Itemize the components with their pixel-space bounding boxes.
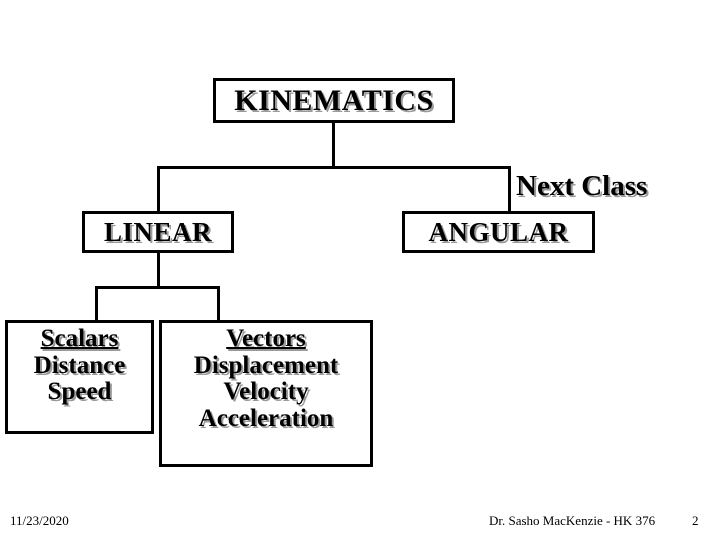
node-vectors-item: Velocity — [223, 378, 309, 405]
node-scalars[interactable]: Scalars Distance Speed — [5, 320, 154, 434]
footer-date: 11/23/2020 — [10, 513, 69, 528]
connector-bus-to-angular — [508, 166, 511, 213]
connector-linear-bus — [95, 286, 220, 289]
node-linear-label: LINEAR — [103, 216, 213, 247]
node-angular-label: ANGULAR — [428, 216, 569, 247]
connector-kinematics-stem — [332, 123, 335, 168]
node-kinematics[interactable]: KINEMATICS — [213, 78, 455, 123]
node-vectors-item: Acceleration — [198, 404, 334, 432]
footer-page-number: 2 — [692, 513, 699, 528]
connector-kinematics-bus — [157, 166, 511, 169]
node-vectors-item: Displacement — [193, 351, 339, 379]
connector-linear-stem — [157, 253, 160, 288]
node-vectors-heading: Vectors — [226, 325, 306, 352]
node-scalars-item: Speed — [47, 378, 112, 405]
node-scalars-heading: Scalars — [40, 325, 119, 352]
node-linear[interactable]: LINEAR — [82, 211, 234, 253]
node-angular[interactable]: ANGULAR — [402, 211, 595, 253]
connector-bus-to-linear — [157, 166, 160, 213]
connector-bus-to-vectors — [217, 286, 220, 322]
connector-bus-to-scalars — [95, 286, 98, 322]
node-vectors[interactable]: Vectors Displacement Velocity Accelerati… — [159, 320, 373, 467]
node-scalars-item: Distance — [33, 351, 126, 379]
footer-credit: Dr. Sasho MacKenzie - HK 376 — [489, 513, 656, 528]
node-kinematics-label: KINEMATICS — [234, 83, 434, 117]
annotation-next-class: Next Class — [516, 170, 648, 202]
